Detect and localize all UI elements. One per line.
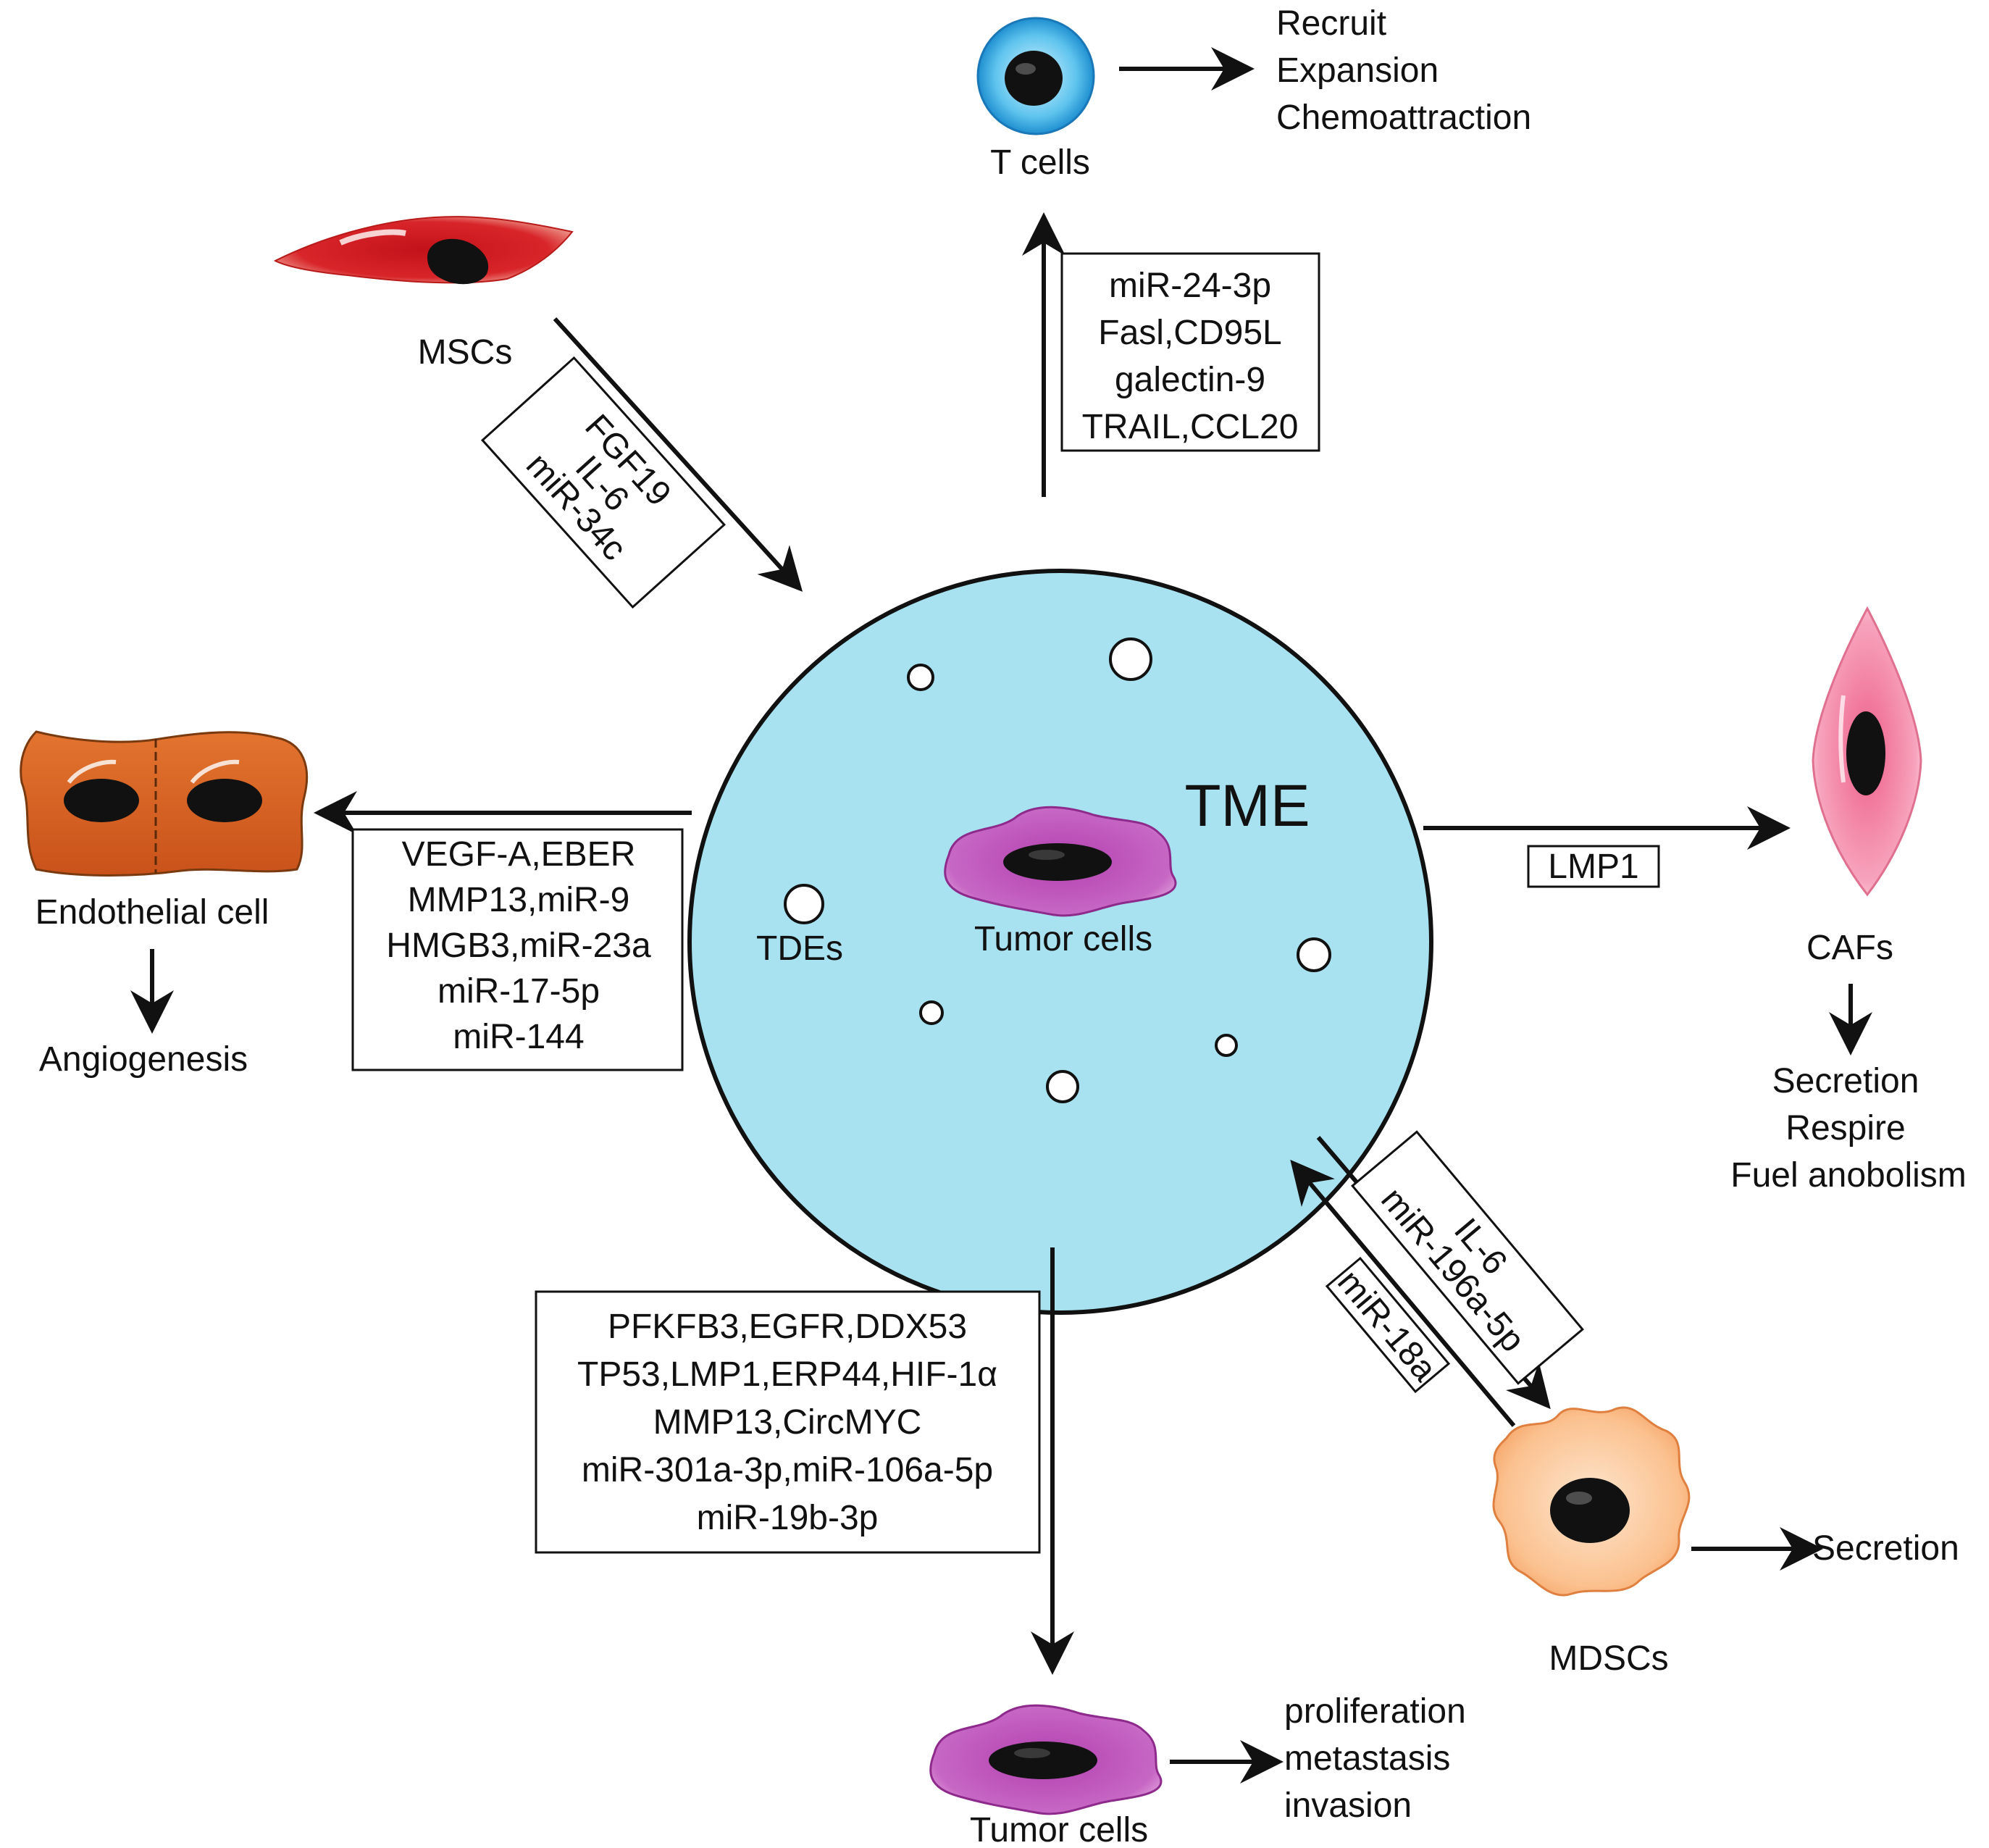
vesicle [1046,1070,1079,1103]
arrow-mscs-to-tme [553,317,803,592]
tumor-factor: PFKFB3,EGFR,DDX53 [608,1308,967,1346]
nucleus [1003,843,1112,881]
nucleus [64,779,139,822]
cafs-effect: Fuel anobolism [1730,1156,1967,1195]
mdsc-cell [1492,1406,1691,1597]
tumor-effect: metastasis [1284,1739,1450,1778]
t-cell [976,17,1095,135]
nucleus [1550,1478,1630,1543]
arrow-mdscs-to-tme [1290,1159,1516,1427]
nucleus [187,779,262,822]
tumor-effect: invasion [1284,1786,1412,1825]
tumor-effect: proliferation [1284,1692,1466,1731]
tde-vesicles [784,637,1331,1103]
endothelial-factor: HMGB3,miR-23a [386,927,651,965]
tumor-label: Tumor cells [970,1811,1148,1848]
nucleus [1005,51,1063,106]
cafs-label: CAFs [1806,929,1893,967]
tumor-factor: miR-301a-3p,miR-106a-5p [582,1451,993,1489]
endothelial-factor: MMP13,miR-9 [408,881,630,919]
t-cells-factor: galectin-9 [1115,361,1265,399]
t-cells-effect: Recruit [1276,4,1386,43]
endothelial-factor: VEGF-A,EBER [402,835,636,874]
vesicle [907,664,934,691]
cafs-effect: Secretion [1772,1062,1919,1100]
mdscs-effect: Secretion [1812,1529,1959,1568]
t-cells-factor: miR-24-3p [1109,267,1271,305]
t-cells-label: T cells [990,143,1090,182]
endothelial-factor-box [351,828,684,1071]
tumor-factor: MMP13,CircMYC [653,1403,922,1442]
endothelial-factor: miR-17-5p [437,972,600,1011]
endothelial-outcome: Angiogenesis [39,1040,248,1079]
nucleus [427,238,489,285]
vesicle [1109,637,1152,681]
cafs-factor: LMP1 [1548,848,1638,886]
cafs-factor-box [1527,845,1660,888]
vesicle [919,1000,944,1025]
tme-sphere: TME [687,569,1433,1315]
tdes-label: TDEs [756,929,843,968]
msc-cell [273,216,574,285]
vesicle [1297,937,1331,972]
endothelial-factor: miR-144 [453,1018,584,1056]
nucleus [989,1742,1097,1779]
endothelial-cell [20,730,309,877]
t-cells-effect: Chemoattraction [1276,99,1531,137]
cafs-effect: Respire [1785,1109,1905,1147]
tumor-cell [929,1704,1163,1815]
vesicle [784,884,824,924]
t-cells-factor: TRAIL,CCL20 [1082,408,1299,446]
nucleus [1846,711,1885,795]
tumor-factor: miR-19b-3p [697,1499,879,1537]
caf-cell [1812,606,1922,897]
vesicle [1215,1034,1238,1057]
endothelial-label: Endothelial cell [35,893,269,932]
t-cells-factor-box [1060,252,1320,452]
central-tumor-cell [944,806,1177,917]
mscs-factor-box: FGF19 IL-6 miR-34c [480,356,726,609]
tumor-factor-box [535,1290,1041,1554]
tme-title: TME [1184,773,1310,839]
mdscs-out-factor: miR-18a [1330,1263,1444,1388]
tumor-factor: TP53,LMP1,ERP44,HIF-1α [577,1355,997,1394]
t-cells-factor: Fasl,CD95L [1098,314,1281,352]
mdscs-label: MDSCs [1549,1639,1668,1678]
mscs-label: MSCs [418,333,513,372]
t-cells-effect: Expansion [1276,51,1439,90]
central-tumor-label: Tumor cells [974,920,1152,958]
